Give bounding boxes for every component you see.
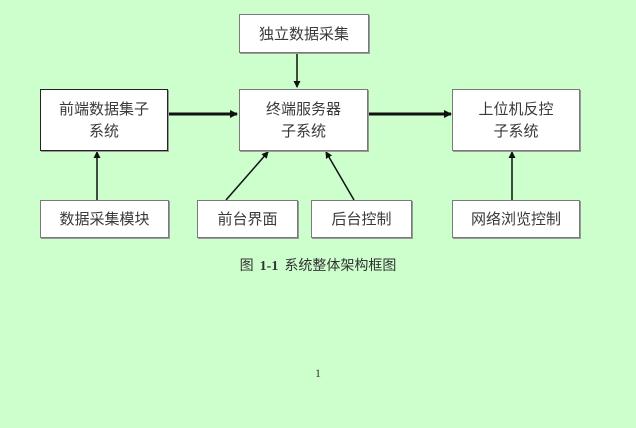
node-label: 前端数据集子 — [58, 100, 149, 118]
node-terminal-server-subsystem: 终端服务器 子系统 — [239, 89, 368, 151]
node-backend-control: 后台控制 — [311, 200, 412, 238]
node-label: 终端服务器 — [265, 100, 341, 118]
node-label: 后台控制 — [331, 210, 392, 228]
caption-number: 1-1 — [259, 259, 279, 274]
node-label: 子系统 — [280, 122, 326, 140]
node-label: 子系统 — [493, 122, 539, 140]
node-data-collection-module: 数据采集模块 — [40, 200, 169, 238]
arrow-backend-to-server — [325, 151, 355, 201]
node-label: 网络浏览控制 — [470, 210, 561, 228]
figure-caption: 图 1-1 系统整体架构框图 — [0, 255, 636, 275]
node-label: 独立数据采集 — [258, 24, 349, 43]
node-web-browse-control: 网络浏览控制 — [452, 200, 580, 238]
node-label: 上位机反控 — [478, 100, 554, 118]
node-label: 前台界面 — [217, 210, 278, 228]
page-number: 1 — [315, 366, 321, 380]
node-label: 系统 — [88, 122, 119, 140]
caption-prefix: 图 — [239, 258, 254, 274]
node-frontend-data-subsystem: 前端数据集子 系统 — [40, 89, 168, 151]
node-label: 数据采集模块 — [59, 210, 150, 228]
caption-title: 系统整体架构框图 — [284, 258, 397, 274]
node-host-control-subsystem: 上位机反控 子系统 — [452, 89, 580, 151]
node-frontend-ui: 前台界面 — [197, 200, 298, 238]
node-independent-data-collection: 独立数据采集 — [239, 14, 369, 53]
arrow-ui-to-server — [225, 151, 269, 201]
